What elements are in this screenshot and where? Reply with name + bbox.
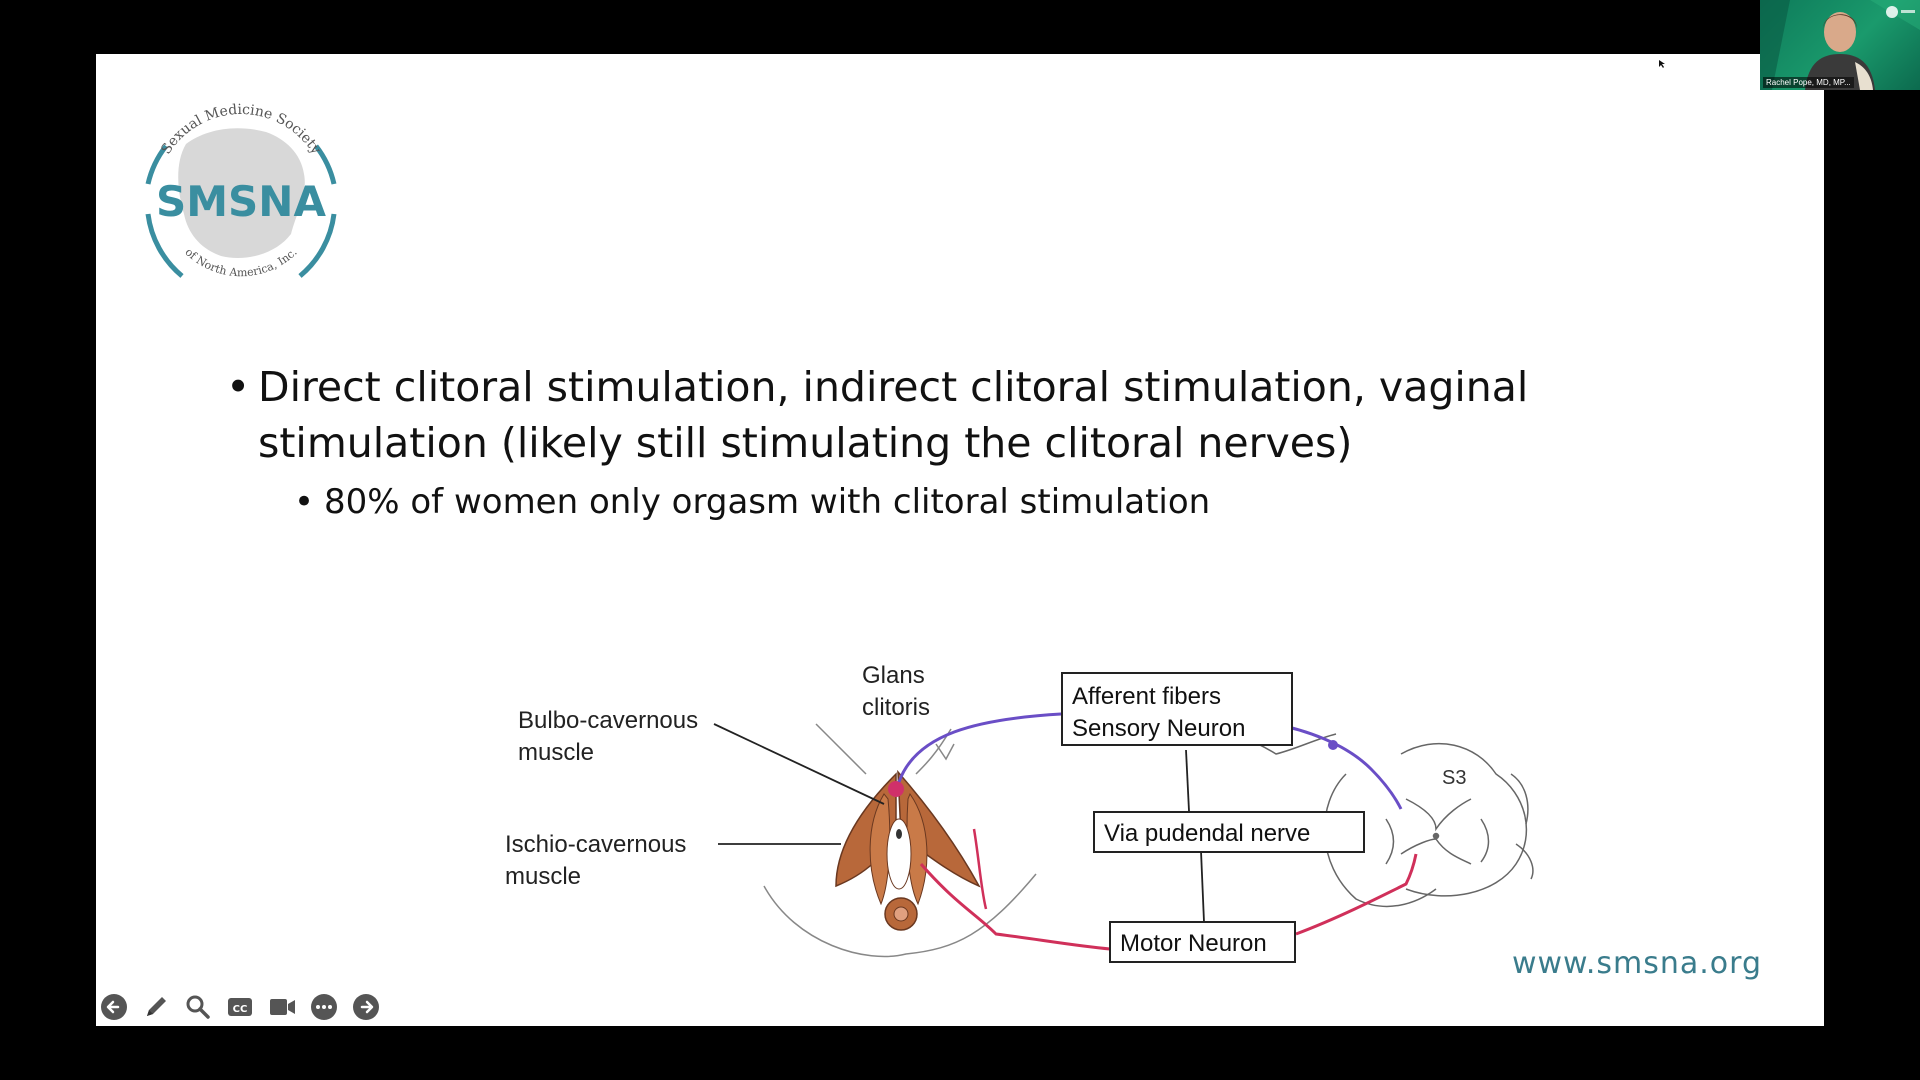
participant-video-tile[interactable]: Rachel Pope, MD, MP... — [1760, 0, 1920, 90]
sub-bullet-dot: • — [294, 482, 315, 522]
forward-arrow-icon[interactable] — [351, 992, 381, 1022]
sensory-nerve-path — [897, 712, 1062, 783]
s3-label: S3 — [1442, 767, 1466, 789]
ischio-label-line2: muscle — [505, 863, 581, 890]
ischio-label-line1: Ischio-cavernous — [505, 831, 686, 858]
svg-text:Via pudendal nerve: Via pudendal nerve — [1104, 820, 1310, 847]
motor-nerve-path-right — [1295, 853, 1418, 936]
sub-bullet-text: 80% of women only orgasm with clitoral s… — [324, 482, 1211, 522]
sub-bullet-item: • 80% of women only orgasm with clitoral… — [226, 477, 1626, 527]
sensory-nerve-path-right — [1263, 720, 1403, 810]
motor-nerve-path-left — [919, 863, 1111, 951]
website-url: www.smsna.org — [1511, 946, 1762, 981]
svg-text:Motor Neuron: Motor Neuron — [1120, 930, 1267, 957]
closed-caption-icon[interactable]: CC — [225, 992, 255, 1022]
glans-label-line2: clitoris — [862, 694, 930, 721]
svg-text:Sensory Neuron: Sensory Neuron — [1072, 715, 1245, 742]
afferent-box: Afferent fibers Sensory Neuron — [1061, 672, 1293, 746]
spinal-cord-cross-section — [1165, 730, 1534, 908]
bulbo-label-line2: muscle — [518, 739, 594, 766]
svg-text:Afferent fibers: Afferent fibers — [1072, 683, 1221, 710]
bullet-dot: • — [226, 363, 251, 411]
bullet-list: • Direct clitoral stimulation, indirect … — [226, 359, 1626, 527]
map-silhouette — [178, 128, 305, 258]
bullet-item: • Direct clitoral stimulation, indirect … — [226, 359, 1626, 471]
presentation-slide: Sexual Medicine Society SMSNA of North A… — [96, 54, 1824, 1026]
video-camera-icon[interactable] — [267, 992, 297, 1022]
label-leaders — [713, 723, 1205, 923]
mouse-cursor-icon — [1659, 60, 1665, 68]
zoom-icon[interactable] — [183, 992, 213, 1022]
bulbo-label-line1: Bulbo-cavernous — [518, 707, 698, 734]
pen-icon[interactable] — [141, 992, 171, 1022]
cavernous-muscles — [835, 769, 981, 931]
svg-text:CC: CC — [233, 1004, 248, 1015]
motor-nerve-path-left-2 — [972, 828, 988, 910]
back-arrow-icon[interactable] — [99, 992, 129, 1022]
logo-main-text: SMSNA — [156, 177, 326, 226]
motor-neuron-box: Motor Neuron — [1109, 921, 1296, 963]
glans-label-line1: Glans — [862, 662, 925, 689]
more-options-icon[interactable] — [309, 992, 339, 1022]
nerve-pathway-diagram: Afferent fibers Sensory Neuron Via puden… — [505, 662, 1534, 963]
presentation-toolbar: CC — [99, 990, 381, 1024]
participant-name: Rachel Pope, MD, MP... — [1763, 77, 1854, 88]
bullet-text: Direct clitoral stimulation, indirect cl… — [258, 363, 1529, 467]
smsna-logo: Sexual Medicine Society SMSNA of North A… — [145, 102, 337, 279]
pudendal-box: Via pudendal nerve — [1093, 811, 1365, 853]
